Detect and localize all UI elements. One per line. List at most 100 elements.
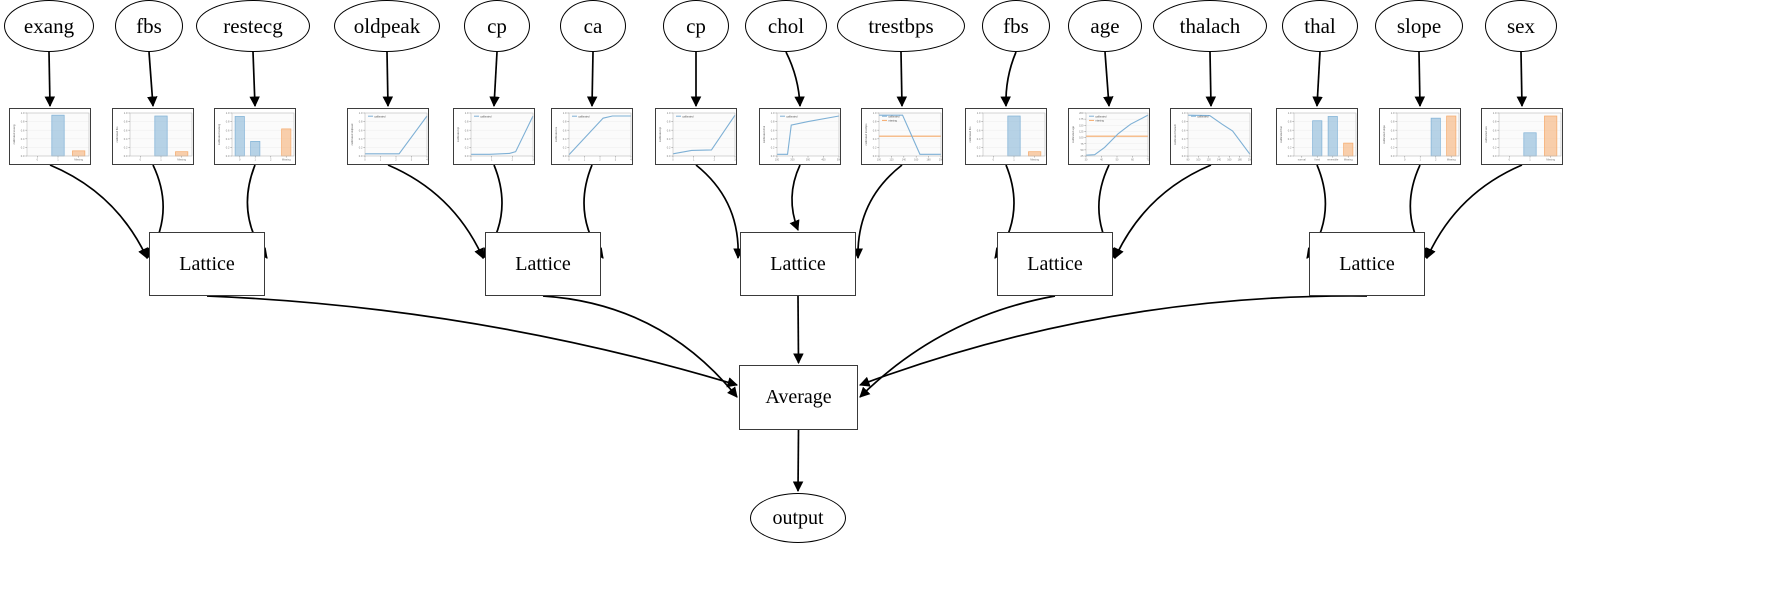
svg-text:0.4: 0.4 bbox=[1288, 137, 1292, 141]
svg-text:0.6: 0.6 bbox=[667, 128, 671, 132]
feature-node-fbs1[interactable]: fbs bbox=[115, 0, 183, 52]
svg-text:1.0: 1.0 bbox=[667, 111, 671, 115]
svg-text:0.4: 0.4 bbox=[667, 137, 671, 141]
svg-text:1.0: 1.0 bbox=[226, 111, 230, 115]
svg-text:Missing: Missing bbox=[74, 158, 83, 162]
feature-node-label: cp bbox=[686, 13, 706, 38]
svg-text:30: 30 bbox=[1085, 159, 1088, 162]
feature-node-ca[interactable]: ca bbox=[560, 0, 626, 52]
feature-node-label: slope bbox=[1396, 13, 1442, 38]
svg-text:100: 100 bbox=[1079, 136, 1084, 140]
svg-text:0.6: 0.6 bbox=[21, 128, 25, 132]
svg-text:0.0: 0.0 bbox=[1288, 154, 1292, 158]
svg-text:0.6: 0.6 bbox=[359, 128, 363, 132]
svg-text:1.0: 1.0 bbox=[21, 111, 25, 115]
lattice-node-1[interactable]: Lattice bbox=[149, 232, 265, 296]
feature-node-cp2[interactable]: cp bbox=[663, 0, 729, 52]
svg-text:0.2: 0.2 bbox=[124, 146, 128, 150]
feature-node-trestbps[interactable]: trestbps bbox=[837, 0, 965, 52]
svg-text:0.4: 0.4 bbox=[977, 137, 981, 141]
lattice-node-4[interactable]: Lattice bbox=[997, 232, 1113, 296]
feature-node-restecg[interactable]: restecg bbox=[196, 0, 310, 52]
svg-text:300: 300 bbox=[806, 159, 811, 162]
svg-text:0.4: 0.4 bbox=[465, 137, 469, 141]
lattice-node-label: Lattice bbox=[515, 252, 571, 275]
svg-text:0: 0 bbox=[1509, 158, 1511, 162]
svg-text:0.8: 0.8 bbox=[226, 120, 230, 124]
svg-text:0.8: 0.8 bbox=[1493, 120, 1497, 124]
svg-text:Missing: Missing bbox=[1344, 158, 1353, 162]
svg-text:3: 3 bbox=[411, 159, 413, 162]
feature-node-exang[interactable]: exang bbox=[4, 0, 94, 52]
feature-node-sex[interactable]: sex bbox=[1485, 0, 1557, 52]
svg-text:calibrated oldpeak: calibrated oldpeak bbox=[350, 123, 354, 145]
svg-text:0.6: 0.6 bbox=[563, 128, 567, 132]
svg-text:1.0: 1.0 bbox=[1493, 111, 1497, 115]
svg-text:0.4: 0.4 bbox=[563, 137, 567, 141]
svg-text:1.0: 1.0 bbox=[977, 111, 981, 115]
feature-node-cp1[interactable]: cp bbox=[464, 0, 530, 52]
svg-text:0.2: 0.2 bbox=[1391, 146, 1395, 150]
feature-node-age[interactable]: age bbox=[1068, 0, 1142, 52]
feature-node-slope[interactable]: slope bbox=[1375, 0, 1463, 52]
feature-node-oldpeak[interactable]: oldpeak bbox=[334, 0, 440, 52]
output-node[interactable]: output bbox=[750, 493, 846, 543]
svg-text:25: 25 bbox=[1081, 154, 1084, 158]
svg-text:0.2: 0.2 bbox=[465, 146, 469, 150]
svg-text:0.6: 0.6 bbox=[226, 128, 230, 132]
svg-text:1: 1 bbox=[380, 159, 382, 162]
feature-node-thal[interactable]: thal bbox=[1282, 0, 1358, 52]
svg-text:0.6: 0.6 bbox=[771, 128, 775, 132]
svg-text:Missing: Missing bbox=[177, 158, 186, 162]
svg-text:0: 0 bbox=[140, 158, 142, 162]
svg-text:0.0: 0.0 bbox=[873, 154, 877, 158]
lattice-node-label: Lattice bbox=[179, 252, 235, 275]
svg-text:0.6: 0.6 bbox=[873, 128, 877, 132]
svg-text:75: 75 bbox=[1081, 142, 1084, 146]
svg-text:50: 50 bbox=[1116, 159, 1119, 162]
lattice-node-3[interactable]: Lattice bbox=[740, 232, 856, 296]
svg-text:calibrated cp: calibrated cp bbox=[658, 126, 662, 142]
svg-text:0.8: 0.8 bbox=[771, 120, 775, 124]
svg-text:0.8: 0.8 bbox=[873, 120, 877, 124]
svg-text:0.8: 0.8 bbox=[1288, 120, 1292, 124]
lattice-node-5[interactable]: Lattice bbox=[1309, 232, 1425, 296]
svg-text:120: 120 bbox=[1207, 159, 1212, 162]
svg-text:0: 0 bbox=[239, 158, 241, 162]
svg-text:calibrated: calibrated bbox=[1095, 114, 1107, 118]
svg-text:normal: normal bbox=[1298, 158, 1306, 162]
feature-node-label: age bbox=[1090, 13, 1120, 38]
feature-node-thalach[interactable]: thalach bbox=[1153, 0, 1267, 52]
svg-text:calibrated trestbps: calibrated trestbps bbox=[864, 123, 868, 146]
feature-node-chol[interactable]: chol bbox=[745, 0, 827, 52]
svg-text:0.0: 0.0 bbox=[226, 154, 230, 158]
svg-text:150: 150 bbox=[1079, 123, 1084, 127]
svg-text:0.6: 0.6 bbox=[977, 128, 981, 132]
svg-text:calibrated chol: calibrated chol bbox=[762, 125, 766, 143]
svg-text:0.4: 0.4 bbox=[1391, 137, 1395, 141]
feature-node-label: trestbps bbox=[868, 13, 934, 38]
svg-text:125: 125 bbox=[1079, 130, 1084, 134]
average-node[interactable]: Average bbox=[739, 365, 858, 430]
lattice-node-2[interactable]: Lattice bbox=[485, 232, 601, 296]
svg-text:0.8: 0.8 bbox=[667, 120, 671, 124]
svg-text:0.2: 0.2 bbox=[977, 146, 981, 150]
feature-node-label: oldpeak bbox=[353, 13, 421, 38]
feature-node-fbs2[interactable]: fbs bbox=[982, 0, 1050, 52]
